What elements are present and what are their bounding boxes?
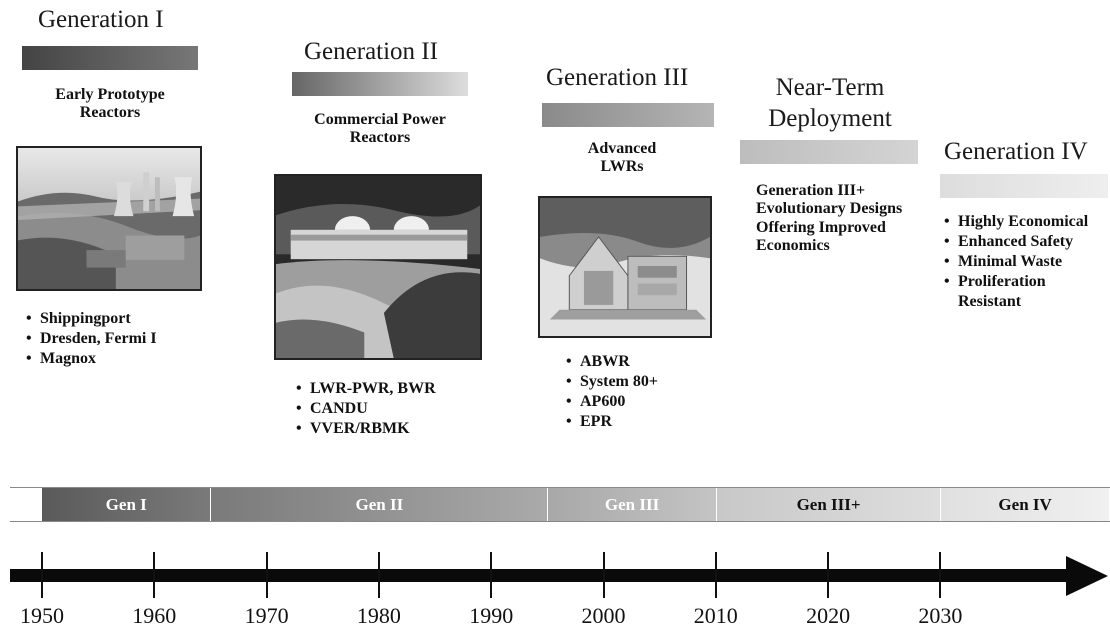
timeline-tick	[939, 552, 942, 598]
generation-1-bar	[22, 46, 198, 70]
generation-1-reactor-photo	[16, 146, 202, 291]
generation-1-reactor-list: Shippingport Dresden, Fermi I Magnox	[26, 309, 157, 369]
timeline-arrow-shaft	[10, 569, 1070, 582]
generation-2-reactor-photo	[274, 174, 482, 360]
year-label: 1980	[356, 603, 401, 628]
timeline-tick	[377, 552, 380, 598]
generation-3-reactor-list: ABWR System 80+ AP600 EPR	[566, 352, 658, 432]
era-gen-1: Gen I	[42, 488, 211, 521]
timeline-tick	[714, 552, 717, 598]
near-term-bar	[740, 140, 918, 164]
generation-2-reactor-list: LWR-PWR, BWR CANDU VVER/RBMK	[296, 379, 436, 439]
year-label: 2030	[918, 603, 963, 628]
timeline-tick	[490, 552, 493, 598]
near-term-description: Generation III+ Evolutionary Designs Off…	[756, 182, 903, 255]
generation-3-title: Generation III	[546, 64, 689, 91]
year-label: 2010	[693, 603, 738, 628]
generation-3-reactor-photo	[538, 196, 712, 338]
list-item: Enhanced Safety	[944, 232, 1108, 252]
generation-2-bar	[292, 72, 468, 96]
list-item: Proliferation Resistant	[944, 272, 1108, 312]
near-term-title: Near-Term Deployment	[768, 74, 892, 133]
timeline-tick	[41, 552, 43, 598]
era-gen-2: Gen II	[210, 488, 548, 521]
list-item: Minimal Waste	[944, 252, 1108, 272]
list-item: CANDU	[296, 399, 436, 419]
era-band: Gen I Gen II Gen III Gen III+ Gen IV	[10, 487, 1110, 522]
generation-4-goal-list: Highly Economical Enhanced Safety Minima…	[944, 212, 1108, 312]
timeline-tick	[827, 552, 830, 598]
list-item: Dresden, Fermi I	[26, 329, 157, 349]
era-gen-3-plus: Gen III+	[715, 488, 941, 521]
timeline-tick	[602, 552, 605, 598]
list-item: Magnox	[26, 349, 157, 369]
list-item: ABWR	[566, 352, 658, 372]
list-item: EPR	[566, 412, 658, 432]
generation-1-title: Generation I	[38, 6, 164, 33]
generation-4-bar	[940, 174, 1108, 198]
generation-2-subtitle: Commercial Power Reactors	[314, 111, 446, 146]
timeline-tick	[153, 552, 156, 598]
generation-1-subtitle: Early Prototype Reactors	[55, 86, 165, 121]
list-item: LWR-PWR, BWR	[296, 379, 436, 399]
generation-4-title: Generation IV	[944, 138, 1088, 165]
era-gen-4: Gen IV	[940, 488, 1109, 521]
year-label: 2020	[806, 603, 851, 628]
timeline-tick	[265, 552, 268, 598]
year-label: 1970	[244, 603, 289, 628]
list-item: Shippingport	[26, 309, 157, 329]
list-item: System 80+	[566, 372, 658, 392]
year-label: 1990	[469, 603, 514, 628]
list-item: AP600	[566, 392, 658, 412]
generation-3-bar	[542, 103, 714, 127]
year-label: 2000	[581, 603, 626, 628]
year-label: 1960	[132, 603, 177, 628]
list-item: Highly Economical	[944, 212, 1108, 232]
timeline-arrow-head	[1066, 556, 1108, 596]
generation-3-subtitle: Advanced LWRs	[587, 140, 657, 175]
era-gen-3: Gen III	[547, 488, 716, 521]
generation-2-title: Generation II	[304, 38, 438, 65]
year-label: 1950	[20, 603, 64, 628]
list-item: VVER/RBMK	[296, 419, 436, 439]
